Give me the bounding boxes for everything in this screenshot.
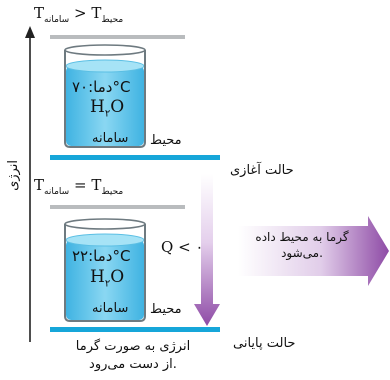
final-state-label: حالت پایانی (233, 336, 296, 351)
top-beaker-temp: دما:۷۰°C (72, 78, 131, 96)
axis-arrow-icon (25, 26, 35, 342)
bottom-system-label: سامانه (92, 301, 129, 316)
bottom-beaker-temp: دما:۲۲°C (72, 247, 131, 265)
heat-arrow-icon (238, 216, 389, 286)
bottom-beaker-formula: H۲O (90, 267, 125, 290)
q-label: Q < ۰ (161, 238, 204, 256)
energy-loss-text: انرژی به صورت گرما از دست می‌رود. (75, 339, 191, 372)
bottom-blue-bar (50, 327, 220, 332)
top-surroundings-label: محیط (150, 133, 182, 148)
initial-state-label: حالت آغازی (230, 163, 294, 178)
bottom-surroundings-label: محیط (150, 302, 182, 317)
axis-label: انرژی (5, 160, 21, 191)
bottom-condition: Tسامانه = Tمحیط (34, 176, 124, 197)
top-system-label: سامانه (92, 131, 129, 146)
top-blue-bar (50, 155, 220, 160)
bottom-gray-bar (50, 205, 185, 209)
beaker-icon (64, 44, 146, 148)
down-arrow-icon (194, 174, 220, 326)
beaker-icon (64, 218, 146, 322)
top-condition: Tسامانه > Tمحیط (34, 4, 124, 25)
top-gray-bar (50, 35, 185, 39)
top-beaker-formula: H۲O (90, 97, 125, 120)
heat-arrow-text: گرما به محیط داده می‌شود. (255, 230, 349, 260)
